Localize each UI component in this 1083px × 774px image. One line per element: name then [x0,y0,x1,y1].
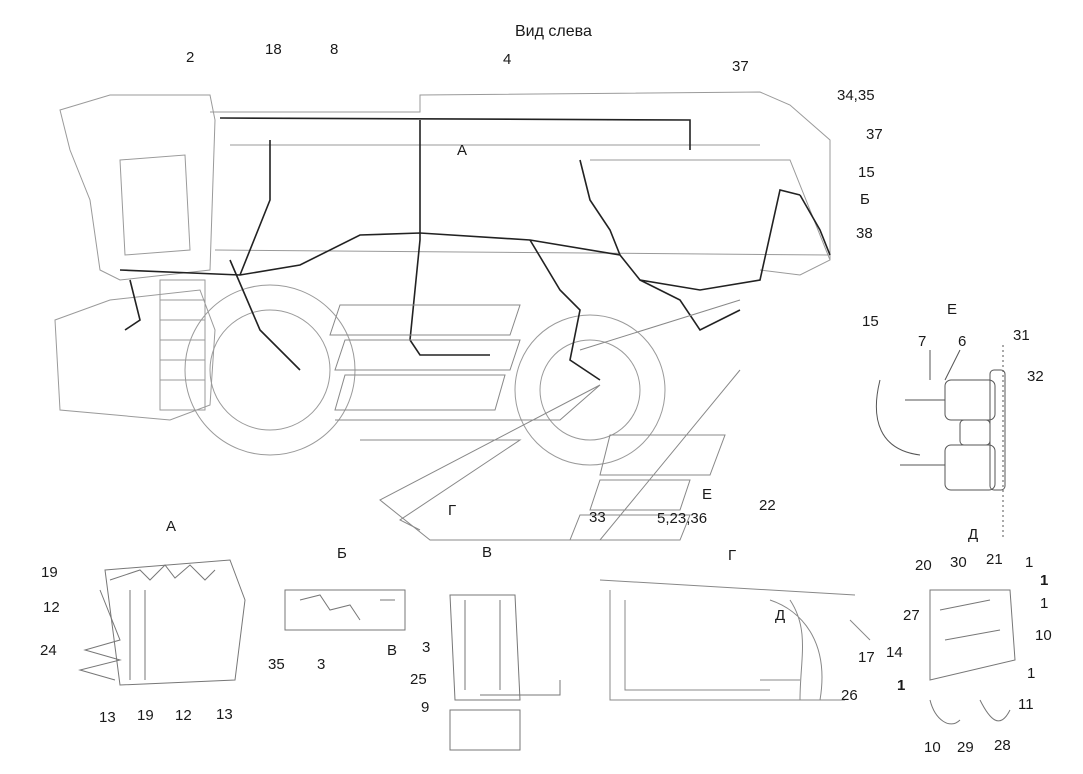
callout-13: 13 [99,709,116,726]
callout-38: 38 [856,225,873,242]
callout-12: 12 [43,599,60,616]
callout-24: 24 [40,642,57,659]
routing-band-e2 [589,479,691,511]
callout-1-b: 1 [1040,572,1049,589]
callout-3: 3 [317,656,326,673]
cab-window [119,154,191,256]
cab-outline [59,94,216,281]
callout-35: 35 [268,656,285,673]
feeder-house [54,289,216,421]
callout-1-d: 1 [1027,665,1036,682]
routing-band-e3 [569,514,691,541]
callout-5-23-36: 5,23,36 [657,510,708,527]
harness-down-a [409,120,490,356]
routing-band-3 [334,374,506,411]
inset-g-frame [599,579,871,701]
view-mark-g: Г [448,502,457,519]
harness-rear [639,279,741,332]
view-mark-e: Е [702,486,713,503]
harness-roof [219,117,691,150]
callout-32: 32 [1027,368,1044,385]
callout-8: 8 [330,41,339,58]
harness-to-wheel [529,239,601,381]
inset-g-title: Г [728,547,737,564]
rear-wheel [514,314,666,466]
ladder [159,279,206,411]
callout-19: 19 [41,564,58,581]
callout-18: 18 [265,41,282,58]
callout-15-b: 15 [862,313,879,330]
detail-e-title: Е [947,301,958,318]
inset-b-mark-v: В [387,642,398,659]
callout-20: 20 [915,557,932,574]
callout-21: 21 [986,551,1003,568]
inset-d-title: Д [968,526,979,543]
callout-29: 29 [957,739,974,756]
inset-d-block [929,589,1016,681]
callout-1-e: 1 [897,677,906,694]
view-mark-b: Б [860,191,870,208]
view-mark-v: В [482,544,493,561]
callout-19-b: 19 [137,707,154,724]
callout-37-b: 37 [866,126,883,143]
callout-9: 9 [421,699,430,716]
callout-3-b: 3 [422,639,431,656]
callout-14: 14 [886,644,903,661]
inset-v-frame [449,594,521,701]
routing-band-2 [334,339,521,371]
view-mark-a: А [457,142,468,159]
callout-22: 22 [759,497,776,514]
callout-1-c: 1 [1040,595,1049,612]
callout-17: 17 [858,649,875,666]
inset-a-outline [104,559,246,686]
callout-15: 15 [858,164,875,181]
inset-b-title: Б [337,545,347,562]
inset-g-mark-d: Д [775,607,786,624]
callout-25: 25 [410,671,427,688]
inset-a-title: А [166,518,177,535]
callout-27: 27 [903,607,920,624]
body-upper-outline [210,91,831,276]
routing-band-e1 [599,434,726,476]
callout-10: 10 [1035,627,1052,644]
callout-30: 30 [950,554,967,571]
harness-main [119,189,801,291]
body-mid-line [214,249,831,256]
callout-37: 37 [732,58,749,75]
callout-12-b: 12 [175,707,192,724]
inset-a-spring [78,564,216,681]
view-title: Вид слева [515,23,592,40]
callout-31: 31 [1013,327,1030,344]
callout-7: 7 [918,333,927,350]
inset-b-bracket [284,589,406,631]
grain-tank [590,159,831,261]
callout-26: 26 [841,687,858,704]
callout-2: 2 [186,49,195,66]
callout-4: 4 [503,51,512,68]
callout-34-35: 34,35 [837,87,875,104]
callout-28: 28 [994,737,1011,754]
callout-13-b: 13 [216,706,233,723]
callout-10-b: 10 [924,739,941,756]
callout-33: 33 [589,509,606,526]
routing-band-1 [329,304,521,336]
callout-1: 1 [1025,554,1034,571]
callout-11: 11 [1018,696,1034,713]
callout-6: 6 [958,333,967,350]
